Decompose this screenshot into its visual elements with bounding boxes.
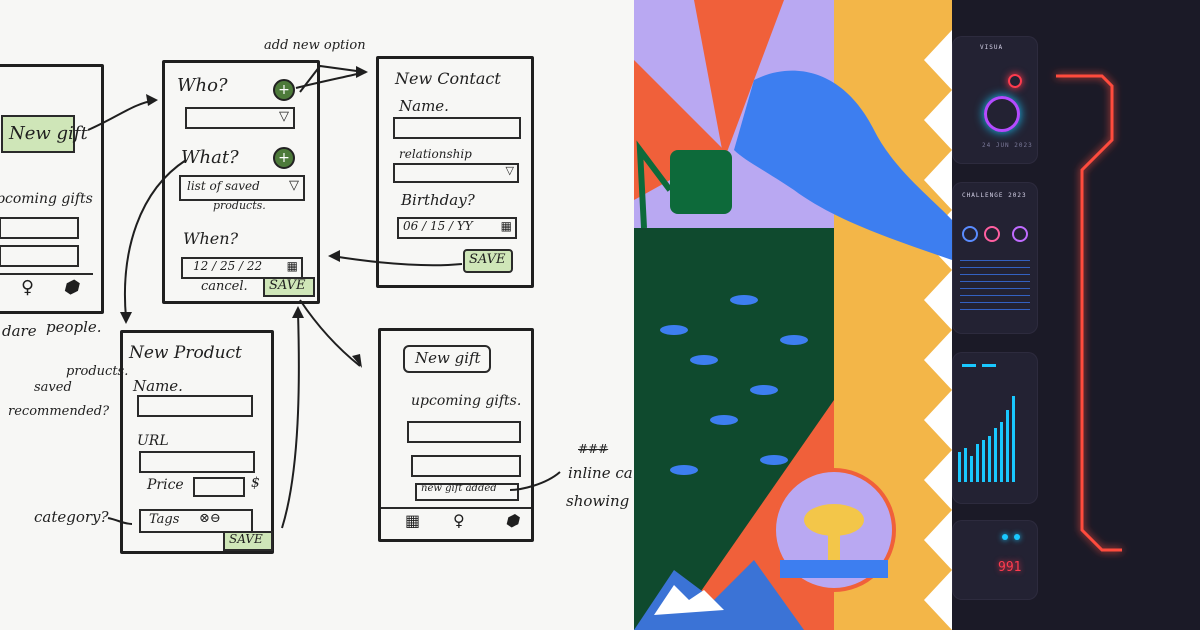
box-tab-icon[interactable]: ⬢ xyxy=(505,511,519,530)
sketch-frame-gift: New gift upcoming gifts. new gift added … xyxy=(378,328,534,542)
contact-name-label: Name. xyxy=(399,97,449,115)
tag-chip-icon: ⊗⊖ xyxy=(199,511,221,526)
sketch-frame-product: New Product Name. URL Price $ Tags ⊗⊖ SA… xyxy=(120,330,274,554)
add-new-option-icon[interactable]: + xyxy=(273,79,295,101)
product-save-button-label: SAVE xyxy=(229,532,263,546)
product-url-label: URL xyxy=(137,433,169,449)
product-url-field[interactable] xyxy=(139,451,255,473)
sketch-field xyxy=(0,217,79,239)
inline-gift-card-label: new gift added xyxy=(421,483,497,494)
illustration-art xyxy=(634,0,952,630)
annotation-products: products. xyxy=(66,364,129,379)
product-name-label: Name. xyxy=(133,377,183,395)
gift-field xyxy=(411,455,521,477)
contact-save-button-sketch[interactable]: SAVE xyxy=(463,249,513,273)
birthday-label: Birthday? xyxy=(401,191,475,209)
product-price-label: Price xyxy=(147,477,184,493)
calendar-icon: ▦ xyxy=(286,259,298,273)
when-label: When? xyxy=(183,229,239,248)
gift-tabbar xyxy=(381,507,531,539)
gift-field xyxy=(407,421,521,443)
dashboard-caption-date: 24 JUN 2023 xyxy=(982,142,1033,149)
inline-gift-card[interactable]: new gift added xyxy=(415,483,519,501)
annotation-scribble: ### xyxy=(578,442,609,456)
relationship-label: relationship xyxy=(399,147,472,161)
contact-save-button-label: SAVE xyxy=(469,252,506,267)
sketch-frame-who: Who? + ▽ What? + list of saved ▽ product… xyxy=(162,60,320,304)
birthday-date-field[interactable]: 06 / 15 / YY ▦ xyxy=(397,217,517,239)
illustration-panel xyxy=(634,0,952,630)
chevron-down-icon: ▽ xyxy=(279,109,289,124)
dashboard-card-counter: 991 xyxy=(952,520,1038,600)
product-save-button-sketch[interactable]: SAVE xyxy=(223,531,273,551)
box-tab-icon[interactable]: ⬢ xyxy=(63,277,79,298)
add-product-icon[interactable]: + xyxy=(273,147,295,169)
chevron-down-icon: ▽ xyxy=(289,178,299,193)
annotation-recommended: recommended? xyxy=(8,404,110,419)
sketch-tabbar xyxy=(0,273,93,307)
new-gift-button-sketch[interactable]: New gift xyxy=(1,115,88,153)
new-product-title: New Product xyxy=(129,343,242,363)
record-dot-icon[interactable] xyxy=(1008,74,1022,88)
product-price-field[interactable] xyxy=(193,477,245,497)
who-dropdown[interactable]: ▽ xyxy=(185,107,295,129)
annotation-people: people. xyxy=(46,318,102,336)
new-gift-button-label: New gift xyxy=(9,123,88,144)
what-dropdown-value-2: products. xyxy=(213,199,266,212)
product-name-field[interactable] xyxy=(137,395,253,417)
indicator-icon xyxy=(1002,534,1008,540)
dashboard-brand: VISUA xyxy=(980,44,1004,51)
who-label: Who? xyxy=(177,75,228,96)
dashboard-card-chart xyxy=(952,352,1038,504)
stat-ring-icon xyxy=(962,226,978,242)
new-gift-button-label-2: New gift xyxy=(415,349,481,367)
indicator-icon xyxy=(1014,534,1020,540)
save-button-label: SAVE xyxy=(269,278,306,293)
currency-label: $ xyxy=(251,475,260,491)
what-dropdown[interactable]: list of saved ▽ xyxy=(179,175,305,201)
upcoming-gifts-label: upcoming gifts xyxy=(0,191,93,207)
what-label: What? xyxy=(181,147,239,168)
product-tags-field[interactable]: Tags ⊗⊖ xyxy=(139,509,253,533)
gift-upcoming-label: upcoming gifts. xyxy=(411,393,522,409)
wireframe-sketch-panel: New gift upcoming gifts ♀ ⬢ dare people.… xyxy=(0,38,633,554)
stat-ring-icon xyxy=(1012,226,1028,242)
new-contact-title: New Contact xyxy=(395,69,501,88)
dashboard-neon-panel: VISUA 24 JUN 2023 CHALLENGE 2023 991 xyxy=(952,0,1200,630)
annotation-inline-card: inline ca xyxy=(568,464,633,482)
new-gift-button-sketch-2[interactable]: New gift xyxy=(403,345,491,373)
birthday-date-value: 06 / 15 / YY xyxy=(403,219,473,233)
chevron-down-icon: ▽ xyxy=(505,164,514,177)
annotation-inline-showing: showing xyxy=(566,492,630,510)
dashboard-card-top: VISUA 24 JUN 2023 xyxy=(952,36,1038,164)
bar-chart-graphic xyxy=(958,364,1015,482)
what-dropdown-value: list of saved xyxy=(187,179,260,193)
sketch-frame-contact: New Contact Name. relationship ▽ Birthda… xyxy=(376,56,534,288)
sketch-field xyxy=(0,245,79,267)
contact-name-field[interactable] xyxy=(393,117,521,139)
sketch-frame-home: New gift upcoming gifts ♀ ⬢ xyxy=(0,64,104,314)
cancel-button-sketch[interactable]: cancel. xyxy=(201,279,248,294)
dashboard-card-middle: CHALLENGE 2023 xyxy=(952,182,1038,334)
calendar-icon: ▦ xyxy=(500,219,512,233)
annotation-dare: dare xyxy=(2,322,37,340)
profile-ring-icon xyxy=(984,96,1020,132)
annotation-saved: saved xyxy=(34,380,72,395)
save-button-sketch[interactable]: SAVE xyxy=(263,277,315,297)
progress-lines xyxy=(960,254,1030,314)
dashboard-caption-challenge: CHALLENGE 2023 xyxy=(962,192,1027,199)
relationship-dropdown[interactable]: ▽ xyxy=(393,163,519,183)
annotation-category: category? xyxy=(34,508,109,526)
dashboard-counter: 991 xyxy=(998,560,1022,575)
product-tags-label: Tags xyxy=(149,512,180,527)
person-tab-icon[interactable]: ♀ xyxy=(21,277,35,298)
person-tab-icon[interactable]: ♀ xyxy=(453,511,465,530)
neon-frame-glow xyxy=(1056,74,1122,560)
stat-ring-icon xyxy=(984,226,1000,242)
calendar-tab-icon[interactable]: ▦ xyxy=(405,511,421,530)
annotation-add-new-option: add new option xyxy=(264,38,366,53)
when-date-field[interactable]: 12 / 25 / 22 ▦ xyxy=(181,257,303,279)
when-date-value: 12 / 25 / 22 xyxy=(193,259,263,273)
